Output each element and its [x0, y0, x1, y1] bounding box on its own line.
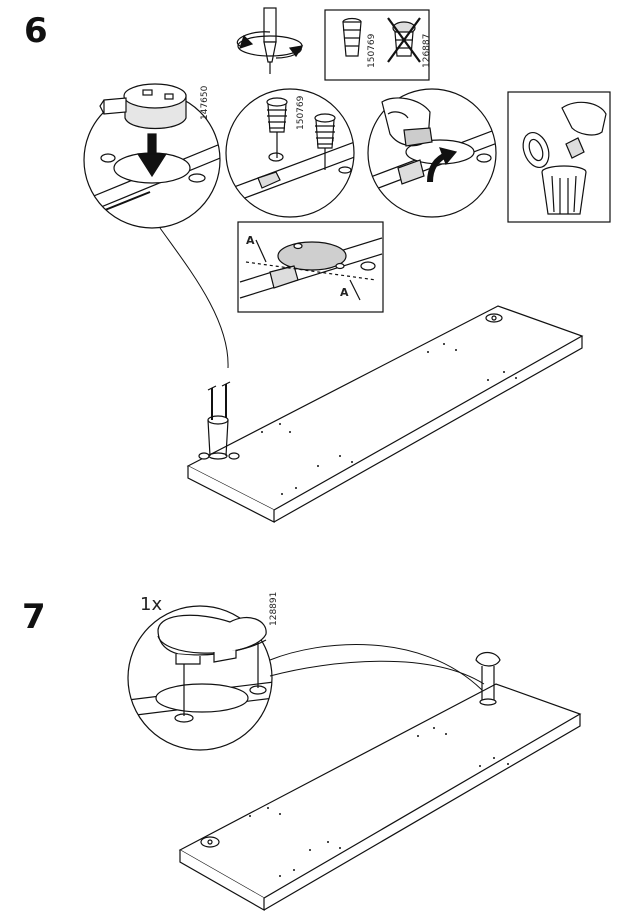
detail-pointer-line: [159, 227, 229, 369]
crossed-part-icon: [387, 17, 421, 63]
step-7-number: 7: [22, 597, 46, 637]
quantity-label: 1x: [140, 594, 162, 615]
shelf-board-step-7: [178, 651, 582, 912]
detail-pointer-line-step-7: [269, 644, 483, 691]
hand-icon: [381, 97, 433, 147]
plug-insert-detail: 128891: [127, 592, 279, 751]
step-6-number: 6: [24, 11, 48, 51]
cam-lock-insert-detail: 147650: [83, 83, 221, 229]
part-number-126887: 126887: [422, 34, 432, 68]
rotate-arrow-icon: [427, 147, 458, 183]
discard-box: [507, 91, 611, 223]
part-number-147650: 147650: [200, 85, 210, 120]
distance-marker-a-1: A: [246, 234, 255, 247]
plug-icon: [157, 614, 267, 665]
part-number-128891: 128891: [269, 592, 279, 626]
distance-marker-a-2: A: [340, 286, 349, 299]
part-number-150769: 150769: [296, 95, 306, 130]
cam-lock-turn-detail: [367, 88, 497, 218]
screwdriver-icon: [236, 7, 304, 74]
trash-bin-icon: [522, 131, 587, 215]
screw-insert-detail: 150769: [225, 88, 355, 218]
cam-lock-icon: [99, 83, 187, 129]
assembled-cam-lock: [198, 381, 240, 460]
part-check-box: 150769 126887: [324, 9, 432, 81]
screw-icon: [266, 97, 288, 158]
shelf-board-step-6: [186, 305, 584, 523]
screw-icon: [314, 113, 336, 170]
alignment-detail-box: A A: [237, 221, 384, 313]
part-number-150769-box: 150769: [367, 33, 377, 68]
hand-icon: [561, 101, 607, 159]
plug-icon: [475, 651, 501, 706]
screw-icon: [342, 17, 362, 57]
down-arrow-icon: [136, 133, 168, 178]
